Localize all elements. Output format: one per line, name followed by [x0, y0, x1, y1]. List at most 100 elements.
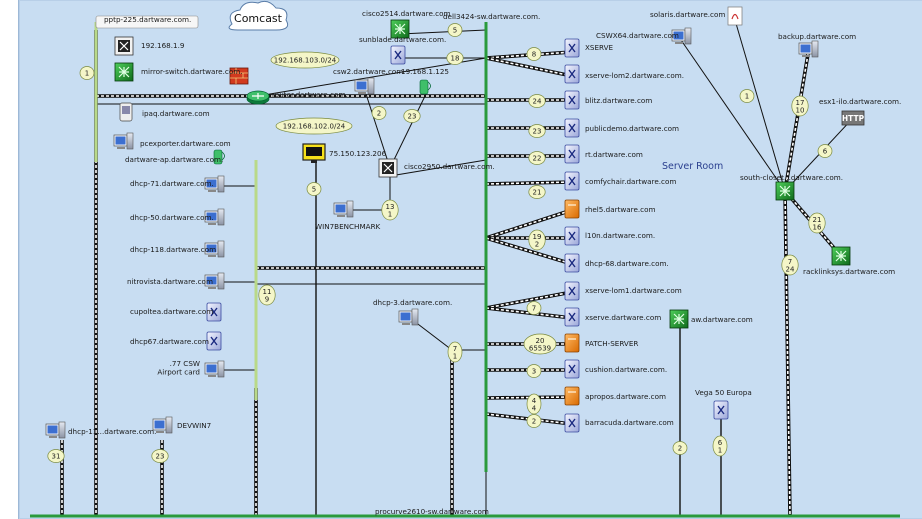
cisco2514-node-icon[interactable] [390, 19, 410, 39]
http-label: HTTP [842, 114, 865, 123]
subnet-ellipse: 192.168.102.0/24 [275, 117, 353, 135]
ipaq-node-icon[interactable] [119, 102, 133, 122]
port-badge: 1 [739, 89, 755, 103]
aw-label: aw.dartware.com [691, 315, 753, 324]
fw-label: 75.150.123.206 [329, 149, 387, 158]
port-badge-text: 21 [533, 189, 542, 197]
dhcp67-node-icon[interactable] [206, 331, 222, 351]
vega-label: Vega 50 Europa [695, 388, 752, 397]
l10n-node-icon[interactable] [564, 226, 580, 246]
xlom2-label: xserve-lom2.dartware.com. [585, 71, 684, 80]
cisco2514-label: cisco2514.dartware.com [362, 9, 451, 18]
port-badge-text: 1 [718, 446, 722, 454]
patch-node-icon[interactable] [564, 333, 580, 353]
port-badge-text: 8 [532, 51, 536, 59]
rt-node-icon[interactable] [564, 144, 580, 164]
router-node-icon[interactable] [246, 90, 270, 105]
port-badge-text: 9 [265, 295, 269, 303]
port-badge-text: 1 [85, 70, 89, 78]
barracuda-label: barracuda.dartware.com [585, 418, 674, 427]
port-badge: 23 [403, 109, 421, 123]
port-badge: 6 [817, 144, 833, 158]
rhel5-node-icon[interactable] [564, 199, 580, 219]
port-badge: 61 [712, 435, 728, 457]
nitro-node-icon[interactable] [204, 272, 225, 290]
esx1-node-icon[interactable]: HTTP [841, 110, 865, 126]
csw77-label: Airport card [157, 368, 200, 377]
patch-label: PATCH-SERVER [585, 339, 638, 348]
dhcp67-label: dhcp67.dartware.com [130, 337, 209, 346]
dhcp11-node-icon[interactable] [45, 421, 66, 439]
comfy-node-icon[interactable] [564, 171, 580, 191]
xlom1-node-icon[interactable] [564, 281, 580, 301]
cswx64-node-icon[interactable] [671, 27, 692, 45]
port-badge-text: 1 [745, 93, 749, 101]
n19-label: 19.168.1.125 [401, 67, 449, 76]
port-badge-text: 17 [796, 99, 805, 107]
apdart-node-icon[interactable] [213, 149, 225, 165]
apropos-node-icon[interactable] [564, 386, 580, 406]
cisco2950-label: cisco2950.dartware.com. [404, 162, 495, 171]
devwin-node-icon[interactable] [152, 416, 173, 434]
mirror-label: mirror-switch.dartware.com. [141, 67, 243, 76]
dhcp118-node-icon[interactable] [204, 240, 225, 258]
aw-node-icon[interactable] [669, 309, 689, 329]
fw-node-icon[interactable] [302, 143, 326, 163]
mirror-node-icon[interactable] [114, 62, 134, 82]
port-badge-text: 7 [788, 258, 792, 266]
port-badge-text: 31 [52, 453, 61, 461]
cisco2950-node-icon[interactable] [378, 158, 398, 178]
csw2-node-icon[interactable] [354, 77, 375, 95]
xserve-node-icon[interactable] [564, 38, 580, 58]
blitz-node-icon[interactable] [564, 90, 580, 110]
cushion-node-icon[interactable] [564, 359, 580, 379]
port-badge: 131 [381, 199, 399, 221]
pubdemo-label: publicdemo.dartware.com [585, 124, 679, 133]
cupo-label: cupoltea.dartware.com [130, 307, 213, 316]
solaris-label: solaris.dartware.com [650, 10, 725, 19]
xsdw-node-icon[interactable] [564, 307, 580, 327]
port-badge-text: 23 [408, 113, 417, 121]
procurve-label: procurve2610-sw.dartware.com [375, 507, 489, 516]
l10n-label: l10n.dartware.com. [585, 231, 655, 240]
sunblade-label: sunblade.dartware.com. [359, 35, 446, 44]
port-badge: 21 [528, 185, 546, 199]
csw77-node-icon[interactable] [204, 360, 225, 378]
port-badge: 24 [528, 94, 546, 108]
dhcp50-label: dhcp-50.dartware.com. [130, 213, 214, 222]
pptp-node-icon[interactable] [95, 15, 199, 29]
pcexp-node-icon[interactable] [113, 132, 134, 150]
port-badge-text: 18 [451, 55, 460, 63]
port-badge: 5 [447, 23, 463, 37]
win7b-node-icon[interactable] [333, 200, 354, 218]
cupo-node-icon[interactable] [206, 302, 222, 322]
pubdemo-node-icon[interactable] [564, 118, 580, 138]
n192-node-icon[interactable] [114, 36, 134, 56]
xlom2-node-icon[interactable] [564, 64, 580, 84]
port-badge-text: 7 [532, 305, 536, 313]
dhcp71-node-icon[interactable] [204, 175, 225, 193]
ipaq-label: ipaq.dartware.com [142, 109, 210, 118]
dhcp68-node-icon[interactable] [564, 253, 580, 273]
n19-node-icon[interactable] [419, 79, 431, 95]
sunblade-node-icon[interactable] [390, 45, 406, 65]
n192-label: 192.168.1.9 [141, 41, 185, 50]
port-badge-text: 2 [678, 445, 682, 453]
backup-label: backup.dartware.com [778, 32, 856, 41]
barracuda-node-icon[interactable] [564, 413, 580, 433]
devwin-label: DEVWIN7 [177, 421, 211, 430]
port-badge-text: 65539 [529, 344, 551, 352]
port-badge-text: 3 [532, 368, 536, 376]
apdart-label: dartware-ap.dartware.com. [125, 155, 223, 164]
pptp-label: pptp-225.dartware.com. [104, 15, 191, 24]
dhcp50-node-icon[interactable] [204, 208, 225, 226]
solaris-node-icon[interactable] [727, 6, 743, 26]
racklink-node-icon[interactable] [831, 246, 851, 266]
vega-node-icon[interactable] [713, 400, 729, 420]
port-badge-text: 6 [823, 148, 828, 156]
racklink-label: racklinksys.dartware.com [803, 267, 895, 276]
southcl-node-icon[interactable] [775, 181, 795, 201]
southcl-label: south-closet...dartware.com. [740, 173, 843, 182]
dhcp3-node-icon[interactable] [398, 308, 419, 326]
backup-node-icon[interactable] [798, 40, 819, 58]
